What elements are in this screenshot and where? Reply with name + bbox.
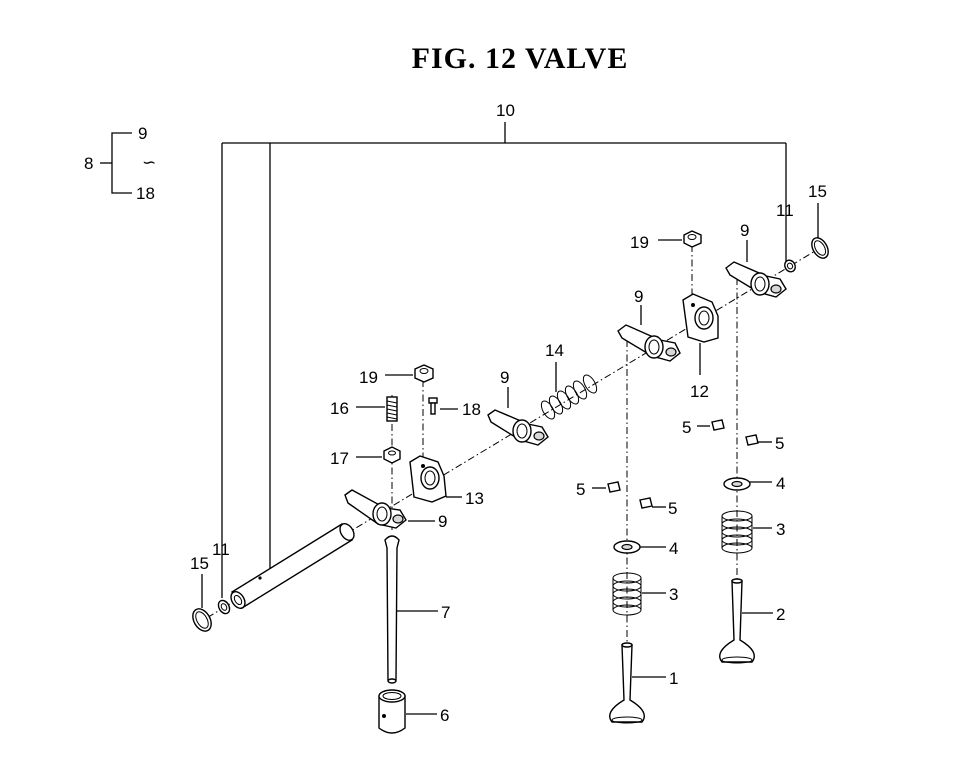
callout-5-d: 5: [668, 499, 677, 518]
washer-left: [217, 599, 231, 615]
legend-bottom-label: 18: [136, 184, 155, 203]
cotter-5b: [745, 434, 759, 446]
callout-12: 12: [690, 382, 709, 401]
callout-11-right: 11: [776, 201, 794, 220]
rocker-support-13: [409, 455, 447, 503]
legend-top-label: 9: [138, 124, 147, 143]
callout-3-right: 3: [776, 520, 785, 539]
callout-5-a: 5: [682, 418, 691, 437]
figure-title: FIG. 12 VALVE: [411, 42, 629, 75]
callout-11-left: 11: [212, 540, 230, 559]
rocker-arm-far: [725, 261, 787, 298]
callout-15-left: 15: [190, 554, 209, 573]
shaft-spring: [540, 374, 598, 420]
nut-19-top: [683, 230, 702, 248]
callout-5-c: 5: [576, 480, 585, 499]
bolt-18: [428, 397, 438, 415]
retainer-4-right: [723, 477, 751, 491]
callout-3-mid: 3: [669, 585, 678, 604]
callout-1: 1: [669, 669, 678, 688]
adjusting-screw-16: [386, 396, 398, 422]
lock-nut-17: [383, 446, 401, 464]
rocker-arm-spring-side: [487, 409, 549, 446]
cotter-5d: [639, 497, 653, 509]
callout-19-left: 19: [359, 368, 378, 387]
valve-2: [719, 578, 755, 664]
callout-4-mid: 4: [669, 539, 678, 558]
callout-7: 7: [441, 603, 450, 622]
callout-15-right: 15: [808, 182, 827, 201]
snap-ring-left: [192, 608, 212, 632]
legend-bracket: 8 9 ∽ 18: [84, 124, 156, 203]
callout-17: 17: [330, 449, 349, 468]
tappet-6: [378, 689, 406, 734]
cotter-5c: [607, 481, 621, 493]
valve-spring-3-right: [721, 510, 753, 554]
push-rod-7: [384, 535, 400, 684]
legend-group-label: 8: [84, 154, 93, 173]
callout-14: 14: [545, 341, 564, 360]
bracket-10: 10: [221, 101, 787, 598]
washer-right: [784, 259, 796, 273]
callout-10: 10: [496, 101, 515, 120]
cotter-5a: [711, 419, 725, 431]
callout-4-right: 4: [776, 474, 785, 493]
valve-1: [609, 642, 645, 724]
rocker-arm-near: [344, 489, 407, 529]
callout-19-top: 19: [630, 233, 649, 252]
callout-13: 13: [465, 489, 484, 508]
callout-9-far: 9: [740, 221, 749, 240]
callout-2: 2: [776, 605, 785, 624]
retainer-4-mid: [613, 540, 641, 554]
callout-9-mid: 9: [634, 287, 643, 306]
rocker-arm-mid: [617, 324, 681, 362]
callout-9-near: 9: [438, 512, 447, 531]
callout-5-b: 5: [775, 434, 784, 453]
callout-16: 16: [330, 399, 349, 418]
rocker-shaft: [230, 523, 355, 609]
valve-spring-3-mid: [612, 572, 642, 616]
snap-ring-right: [811, 237, 829, 259]
callout-18: 18: [462, 400, 481, 419]
callout-9-spring: 9: [500, 368, 509, 387]
callout-6: 6: [440, 706, 449, 725]
rocker-support-12: [682, 293, 719, 343]
nut-19-left: [414, 364, 434, 383]
legend-tilde: ∽: [142, 153, 156, 172]
